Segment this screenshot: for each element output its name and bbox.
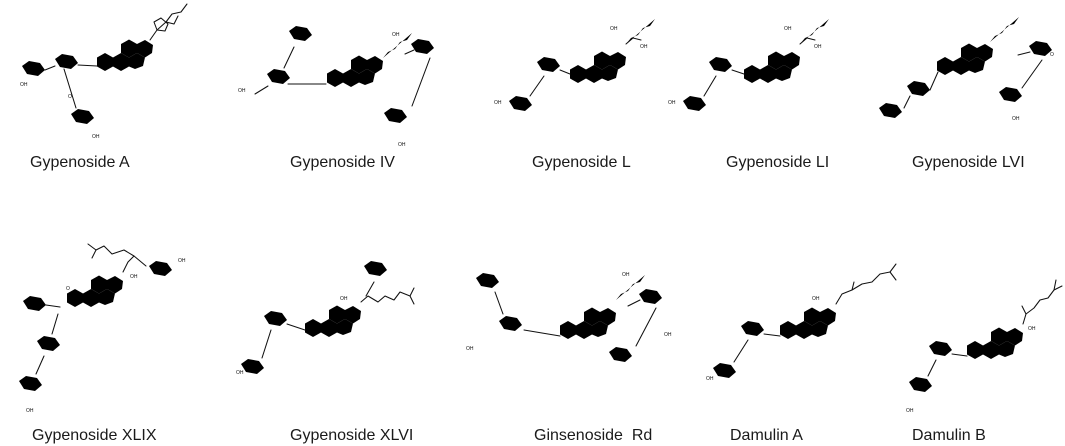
atom-label: OH (178, 258, 186, 264)
compound-name-gypenoside-iv: Gypenoside IV (290, 154, 395, 171)
atom-label: OH (20, 82, 28, 88)
compound-name-gypenoside-li: Gypenoside LI (726, 154, 829, 171)
atom-label: OH (784, 26, 792, 32)
structure-gypenoside-iv: OH OH OH (238, 22, 439, 148)
atom-label: OH (130, 274, 138, 280)
compound-name-damulin-b: Damulin B (912, 427, 986, 444)
atom-label: OH (398, 142, 406, 148)
atom-label: OH (668, 100, 676, 106)
structure-gypenoside-li: OH OH OH (668, 12, 835, 118)
structure-damulin-a: OH OH (706, 263, 897, 385)
atom-label: OH (236, 370, 244, 376)
atom-label: OH (812, 296, 820, 302)
atom-label: OH (340, 296, 348, 302)
atom-label: OH (610, 26, 618, 32)
compound-name-gypenoside-a: Gypenoside A (30, 154, 130, 171)
atom-label: OH (622, 272, 630, 278)
compound-name-damulin-a: Damulin A (730, 427, 803, 444)
structure-gypenoside-lvi: O OH (874, 10, 1057, 125)
compound-name-gypenoside-lvi: Gypenoside LVI (912, 154, 1025, 171)
structure-ginsenoside-rd: OH OH OH (466, 268, 672, 369)
atom-label: OH (906, 408, 914, 414)
structure-gypenoside-l: OH OH OH (494, 12, 661, 118)
compound-name-gypenoside-xlix: Gypenoside XLIX (32, 427, 157, 444)
compound-name-gypenoside-l: Gypenoside L (532, 154, 631, 171)
atom-label: OH (494, 100, 502, 106)
oxygen-label: O (68, 94, 72, 100)
atom-label: OH (92, 134, 100, 140)
structure-gypenoside-xlvi: OH OH (236, 257, 415, 381)
atom-label: OH (392, 32, 400, 38)
oxygen-label: O (1050, 52, 1054, 58)
atom-label: OH (466, 346, 474, 352)
structure-gypenoside-a: OH OH O (17, 3, 188, 140)
compound-name-ginsenoside-rd: Ginsenoside Rd (534, 427, 652, 444)
atom-label: OH (1012, 116, 1020, 122)
atom-label: OH (706, 376, 714, 382)
structure-gypenoside-xlix: O OH OH OH (14, 243, 186, 414)
atom-label: OH (1028, 326, 1036, 332)
atom-label: OH (640, 44, 648, 50)
oxygen-label: O (66, 286, 70, 292)
atom-label: OH (664, 332, 672, 338)
structure-damulin-b: OH OH (904, 279, 1063, 414)
atom-label: OH (26, 408, 34, 414)
compound-name-gypenoside-xlvi: Gypenoside XLVI (290, 427, 413, 444)
atom-label: OH (814, 44, 822, 50)
atom-label: OH (238, 88, 246, 94)
